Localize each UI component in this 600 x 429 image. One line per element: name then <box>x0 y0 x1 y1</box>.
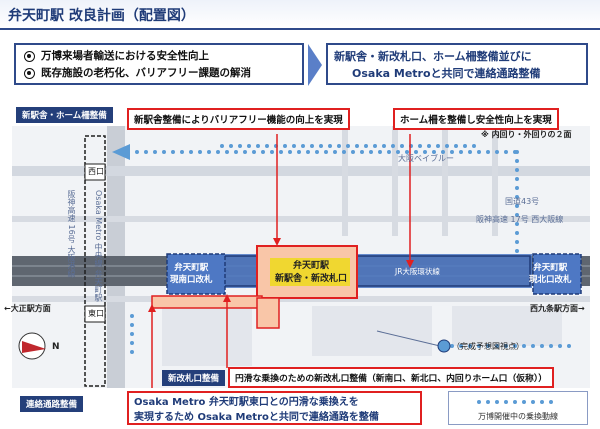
osaka-bay-line-label: 大阪ベイブルー <box>398 154 454 163</box>
new-gate-tag: 新改札口整備 <box>162 370 226 386</box>
current-south-text: 現南口改札 <box>170 275 213 285</box>
goal-line-1: 新駅舎・新改札口、ホーム柵整備並びに <box>334 50 532 63</box>
issues-box: 万博来場者輸送における安全性向上 既存施設の老朽化、バリアフリー課題の解消 <box>14 43 304 85</box>
hanshin-16-label: 阪神高速 16号 大阪港線 <box>67 190 76 278</box>
passage-callout: Osaka Metro 弁天町駅東口との円滑な乗換えを 実現するため Osaka… <box>127 391 422 425</box>
passage-tag: 連絡通路整備 <box>20 396 84 412</box>
passage-line-1: Osaka Metro 弁天町駅東口との円滑な乗換えを <box>134 397 359 408</box>
site-plan-map <box>12 126 590 388</box>
station-name-text: 弁天町駅 <box>174 263 209 273</box>
issue-item: 万博来場者輸送における安全性向上 <box>24 48 294 65</box>
barrier-free-callout: 新駅舎整備によりバリアフリー機能の向上を実現 <box>127 108 350 130</box>
completion-view-label: （完成予想図視点） <box>452 342 524 351</box>
east-exit-label: 東口 <box>88 309 104 318</box>
double-circle-bullet-icon <box>24 51 35 62</box>
goal-box: 新駅舎・新改札口、ホーム柵整備並びに Osaka Metroと共同で連絡通路整備 <box>326 43 588 85</box>
current-north-text: 現北口改札 <box>529 275 572 285</box>
platform-fence-callout: ホーム柵を整備し安全性向上を実現 <box>393 108 559 130</box>
legend-label: 万博開催中の乗換動線 <box>478 412 558 421</box>
two-sides-note: ※ 内回り・外回りの２面 <box>481 130 572 139</box>
page-title: 弁天町駅 改良計画（配置図） <box>8 8 195 24</box>
route43-label: 国道43号 <box>505 197 540 206</box>
north-mark-label: N <box>52 342 60 352</box>
station-name-text: 弁天町駅 <box>533 263 568 273</box>
station-name-text: 弁天町駅 <box>293 261 330 271</box>
new-station-text: 新駅舎・新改札口 <box>275 274 348 284</box>
new-gate-callout: 円滑な乗換のための新改札口整備（新南口、新北口、内回りホーム口（仮称）） <box>228 367 555 388</box>
current-south-gate-label: 弁天町駅 現南口改札 <box>170 262 213 286</box>
issue-text: 既存施設の老朽化、バリアフリー課題の解消 <box>41 67 251 79</box>
loop-line-label: JR大阪環状線 <box>395 267 440 276</box>
station-platform-tag: 新駅舎・ホーム柵整備 <box>16 107 113 123</box>
right-arrow-icon <box>308 44 322 86</box>
chuo-line-label: Osaka Metro 中央線 弁天町駅 <box>94 190 103 302</box>
current-north-gate-label: 弁天町駅 現北口改札 <box>529 262 572 286</box>
goal-line-2: Osaka Metroと共同で連絡通路整備 <box>352 67 541 80</box>
title-bar: 弁天町駅 改良計画（配置図） <box>0 0 600 30</box>
hanshin-17-label: 阪神高速 17号 西大阪線 <box>476 215 564 224</box>
new-station-label: 弁天町駅 新駅舎・新改札口 <box>275 260 347 286</box>
to-taisho-label: ←大正駅方面 <box>4 304 51 313</box>
issue-item: 既存施設の老朽化、バリアフリー課題の解消 <box>24 65 294 82</box>
legend-box: 万博開催中の乗換動線 <box>448 391 588 425</box>
west-exit-label: 西口 <box>88 167 104 176</box>
to-nishikujo-label: 西九条駅方面→ <box>530 304 585 313</box>
passage-line-2: 実現するため Osaka Metroと共同で連絡通路を整備 <box>134 412 379 423</box>
transfer-route-dots-icon <box>477 400 561 404</box>
double-circle-bullet-icon <box>24 68 35 79</box>
issue-text: 万博来場者輸送における安全性向上 <box>41 50 209 62</box>
